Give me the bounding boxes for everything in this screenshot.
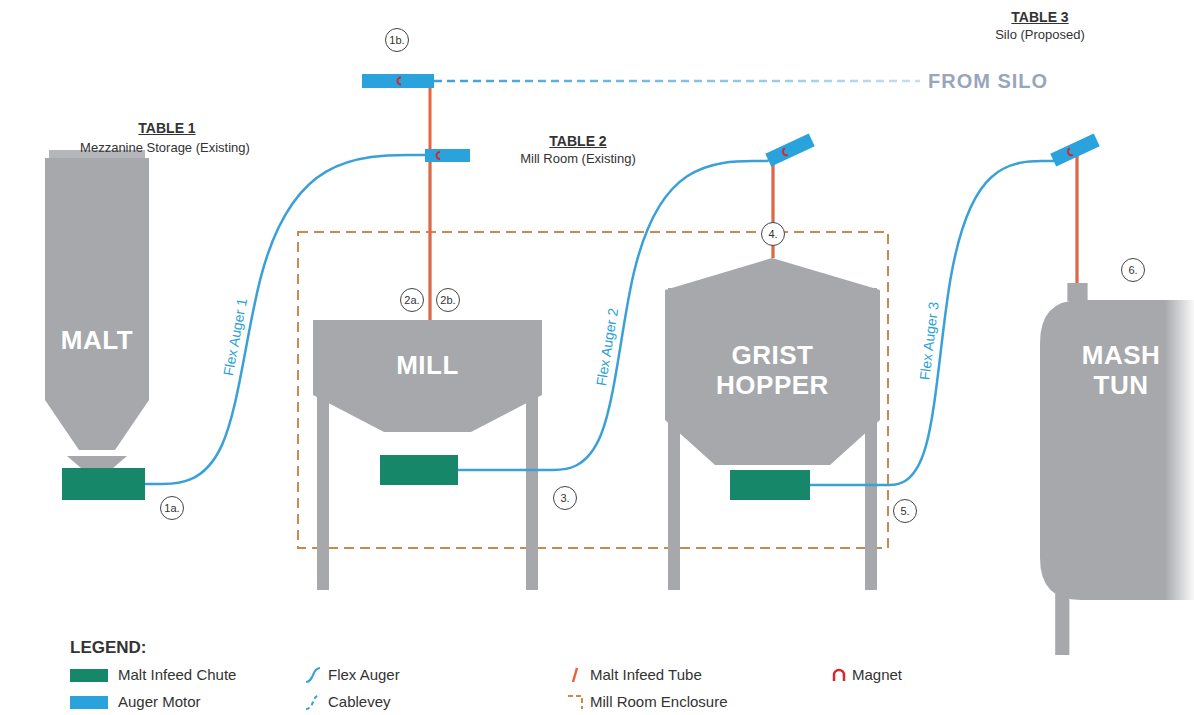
vessel-outline — [665, 258, 880, 590]
cablevey-line — [434, 80, 920, 83]
magnet-symbol — [782, 149, 788, 157]
vessel-part — [145, 483, 149, 486]
infeed-tube — [1076, 152, 1079, 284]
auger-label: Flex Auger 2 — [593, 305, 622, 389]
auger-motor — [425, 149, 470, 162]
table-subheading: Silo (Proposed) — [995, 27, 1085, 42]
callout-number: 4. — [761, 222, 785, 246]
node-text-box: MASH TUN — [1060, 340, 1182, 400]
vessel-label: MASH TUN — [1066, 340, 1176, 400]
node-text-box: GRIST HOPPER — [665, 340, 880, 400]
legend-text: Cablevey — [328, 693, 391, 711]
legend-enclosure-symbol — [568, 696, 582, 709]
auger-motor — [1050, 134, 1099, 167]
vessel-part — [526, 380, 538, 590]
vessel-part — [730, 470, 810, 500]
auger-label: Flex Auger 1 — [219, 295, 250, 379]
vessel-part — [810, 484, 880, 487]
vessel-part — [62, 468, 145, 500]
table-heading: TABLE 2 — [549, 133, 606, 149]
vessel-part — [458, 469, 542, 472]
legend-text: Magnet — [852, 666, 902, 684]
legend-title: LEGEND: — [70, 638, 147, 658]
legend-magnet-symbol — [834, 670, 844, 681]
legend-swatch — [70, 669, 108, 682]
vessel-part — [45, 158, 149, 450]
vessel-part — [67, 456, 127, 468]
magnet-symbol — [1067, 149, 1073, 157]
table-subheading: Mill Room (Existing) — [520, 151, 636, 166]
vessel-label: GRIST HOPPER — [698, 340, 848, 400]
table-heading: TABLE 1 — [138, 120, 195, 136]
callout-number: 1b. — [385, 28, 409, 52]
mill-room-enclosure — [298, 232, 888, 548]
auger-motor — [362, 74, 434, 88]
vessel-part — [1040, 300, 1194, 600]
callout-number: 2b. — [436, 288, 460, 312]
callout-number: 1a. — [160, 496, 184, 520]
legend-flex-auger-symbol — [306, 668, 320, 682]
grist-hopper: GRIST HOPPER — [665, 258, 880, 590]
callout-number: 3. — [553, 486, 577, 510]
vessel-part — [313, 320, 542, 432]
vessel-part — [1067, 283, 1087, 301]
flex-auger — [149, 155, 430, 484]
mash-tun: MASH TUN — [1040, 283, 1194, 655]
auger-motor — [765, 134, 814, 167]
node-text-box: MALT — [45, 325, 149, 355]
auger-label: Flex Auger 3 — [916, 299, 942, 383]
legend-text: Malt Infeed Tube — [590, 666, 702, 684]
infeed-tube — [429, 162, 432, 320]
magnet-symbol — [398, 78, 401, 85]
callout-number: 5. — [893, 499, 917, 523]
legend-text: Auger Motor — [118, 693, 201, 711]
vessel-label: MALT — [61, 325, 133, 355]
vessel-part — [380, 455, 458, 485]
legend-text: Mill Room Enclosure — [590, 693, 728, 711]
vessel-outline — [1040, 283, 1194, 655]
magnet-symbol — [437, 152, 440, 159]
node-text-box: MILL — [313, 350, 542, 380]
callout-number: 6. — [1121, 258, 1145, 282]
mill: MILL — [313, 320, 542, 590]
legend-cablevey-symbol — [306, 695, 320, 709]
vessel-label: MILL — [396, 350, 459, 380]
vessel-part — [317, 380, 329, 590]
legend-swatch — [70, 696, 108, 709]
source-note: FROM SILO — [928, 70, 1048, 93]
infeed-tube — [429, 88, 432, 149]
vessel-part — [665, 258, 880, 465]
table-heading: TABLE 3 — [1011, 9, 1068, 25]
legend-tube-symbol — [573, 668, 577, 682]
malt-silo: MALT — [45, 150, 149, 502]
legend-text: Flex Auger — [328, 666, 400, 684]
table-subheading: Mezzanine Storage (Existing) — [80, 140, 250, 155]
callout-number: 2a. — [400, 288, 424, 312]
legend-text: Malt Infeed Chute — [118, 666, 236, 684]
